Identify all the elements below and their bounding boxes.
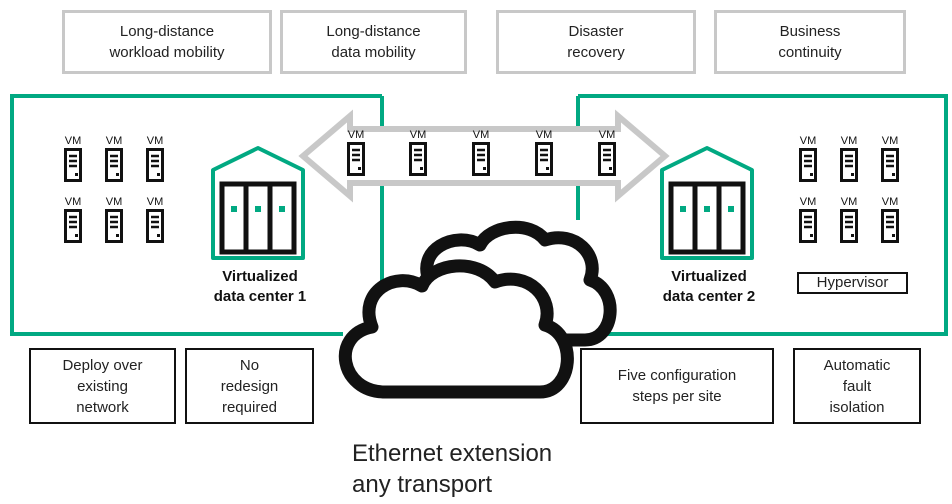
server-icon bbox=[533, 142, 555, 176]
server-icon bbox=[797, 148, 819, 182]
vm-label: VM bbox=[105, 196, 123, 208]
server-icon bbox=[407, 142, 429, 176]
server-icon bbox=[103, 148, 125, 182]
vm-label: VM bbox=[105, 135, 123, 147]
feature-label: Five configuration steps per site bbox=[617, 367, 737, 405]
vm-server: VM bbox=[879, 196, 901, 243]
benefit-label: Business continuity bbox=[778, 23, 842, 61]
server-icon bbox=[879, 209, 901, 243]
benefit-box-workload-mobility: Long-distance workload mobility bbox=[62, 10, 272, 74]
vm-label: VM bbox=[146, 135, 164, 147]
feature-label: No redesign required bbox=[220, 356, 279, 416]
vm-server: VM bbox=[797, 196, 819, 243]
feature-box-fault-isolation: Automatic fault isolation bbox=[793, 348, 921, 424]
server-icon bbox=[103, 209, 125, 243]
vm-server: VM bbox=[144, 196, 166, 243]
vm-server: VM bbox=[345, 129, 367, 176]
datacenter-2-label-text: Virtualized data center 2 bbox=[662, 268, 756, 305]
server-icon bbox=[838, 148, 860, 182]
server-icon bbox=[62, 209, 84, 243]
vm-server: VM bbox=[144, 135, 166, 182]
vm-label: VM bbox=[840, 135, 858, 147]
vm-label: VM bbox=[840, 196, 858, 208]
server-icon bbox=[144, 209, 166, 243]
vm-server: VM bbox=[596, 129, 618, 176]
benefit-box-disaster-recovery: Disaster recovery bbox=[496, 10, 696, 74]
vm-server: VM bbox=[838, 196, 860, 243]
vm-server: VM bbox=[407, 129, 429, 176]
vm-label: VM bbox=[881, 135, 899, 147]
vm-server: VM bbox=[838, 135, 860, 182]
vm-label: VM bbox=[799, 196, 817, 208]
benefit-label: Disaster recovery bbox=[567, 23, 625, 61]
transport-caption-text: Ethernet extension any transport bbox=[352, 440, 553, 498]
vm-server: VM bbox=[879, 135, 901, 182]
vm-server: VM bbox=[62, 196, 84, 243]
vm-label: VM bbox=[881, 196, 899, 208]
vm-server: VM bbox=[103, 135, 125, 182]
vm-label: VM bbox=[409, 129, 427, 141]
vm-label: VM bbox=[598, 129, 616, 141]
server-icon bbox=[345, 142, 367, 176]
feature-box-config-steps: Five configuration steps per site bbox=[580, 348, 774, 424]
hypervisor-label: Hypervisor bbox=[816, 274, 889, 291]
datacenter-1-frame bbox=[10, 94, 382, 336]
feature-label: Automatic fault isolation bbox=[823, 356, 891, 416]
feature-box-no-redesign: No redesign required bbox=[185, 348, 314, 424]
server-icon bbox=[144, 148, 166, 182]
datacenter-icon-2 bbox=[660, 146, 754, 260]
benefit-label: Long-distance workload mobility bbox=[109, 23, 225, 61]
datacenter-icon-1 bbox=[211, 146, 305, 260]
benefit-box-business-continuity: Business continuity bbox=[714, 10, 906, 74]
vm-server: VM bbox=[62, 135, 84, 182]
vm-server: VM bbox=[470, 129, 492, 176]
server-icon bbox=[596, 142, 618, 176]
cloud-icon-front bbox=[338, 259, 574, 399]
feature-label: Deploy over existing network bbox=[62, 356, 143, 416]
vm-label: VM bbox=[472, 129, 490, 141]
server-icon bbox=[797, 209, 819, 243]
server-icon bbox=[879, 148, 901, 182]
server-icon bbox=[838, 209, 860, 243]
vm-server: VM bbox=[533, 129, 555, 176]
datacenter-2-frame bbox=[578, 94, 948, 336]
feature-box-deploy: Deploy over existing network bbox=[29, 348, 176, 424]
datacenter-2-label: Virtualized data center 2 bbox=[650, 267, 768, 307]
hypervisor-box: Hypervisor bbox=[797, 272, 908, 294]
datacenter-1-label-text: Virtualized data center 1 bbox=[213, 268, 307, 305]
vm-label: VM bbox=[64, 196, 82, 208]
vm-label: VM bbox=[146, 196, 164, 208]
server-icon bbox=[470, 142, 492, 176]
transport-caption: Ethernet extension any transport bbox=[352, 438, 552, 500]
vm-server: VM bbox=[797, 135, 819, 182]
vm-label: VM bbox=[535, 129, 553, 141]
vm-label: VM bbox=[347, 129, 365, 141]
server-icon bbox=[62, 148, 84, 182]
benefit-label: Long-distance data mobility bbox=[326, 23, 421, 61]
vm-label: VM bbox=[799, 135, 817, 147]
vm-server: VM bbox=[103, 196, 125, 243]
benefit-box-data-mobility: Long-distance data mobility bbox=[280, 10, 467, 74]
datacenter-1-label: Virtualized data center 1 bbox=[205, 267, 315, 307]
vm-label: VM bbox=[64, 135, 82, 147]
